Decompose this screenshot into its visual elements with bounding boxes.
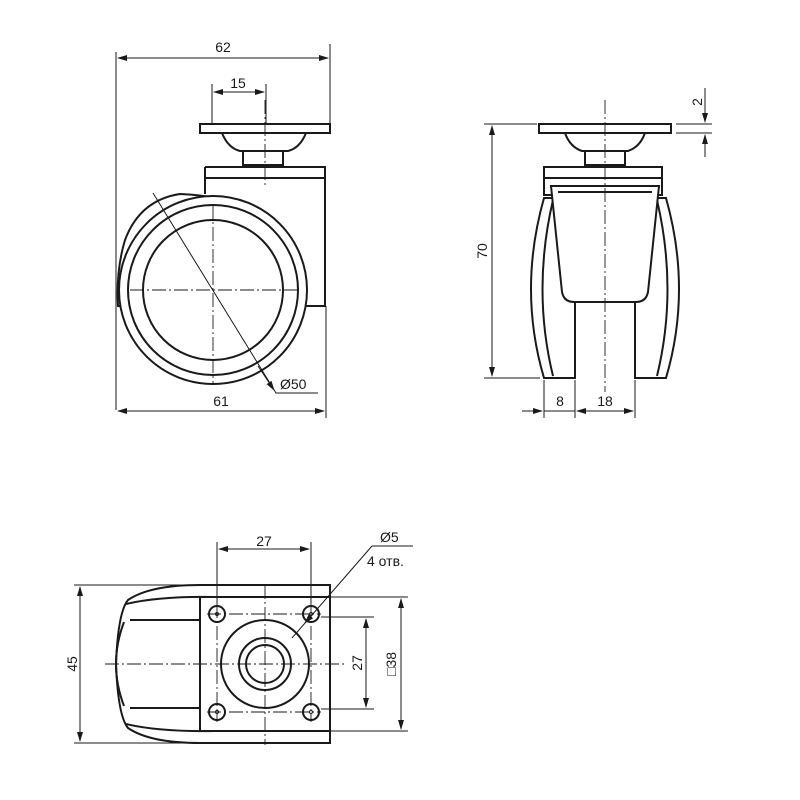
- dim-38-ext: [330, 596, 408, 732]
- dim-d5-arrow: [304, 614, 314, 624]
- front-wheel-left-tread: [541, 199, 554, 377]
- dim-d5-label: Ø5: [380, 529, 399, 545]
- dim-27h-ext: [216, 542, 312, 604]
- front-wheel-right-tread: [656, 199, 669, 377]
- dim-38-label: □38: [383, 652, 399, 676]
- dim-holes-label: 4 отв.: [367, 553, 404, 569]
- front-swivel-cone: [563, 132, 647, 152]
- dim-45-ext: [74, 584, 200, 744]
- dim-d50-label: Ø50: [280, 376, 307, 392]
- dim-62-label: 62: [215, 39, 231, 55]
- side-swivel-cone: [220, 132, 308, 152]
- side-view: 62 15 Ø50 61: [115, 39, 331, 418]
- dim-d50-arrow: [257, 365, 275, 391]
- dim-15-label: 15: [230, 75, 246, 91]
- top-view: 27 Ø5 4 отв. 45 27 □38: [64, 529, 413, 745]
- dim-18-label: 18: [597, 393, 613, 409]
- dim-70-ext: [484, 123, 540, 379]
- dim-27h-label: 27: [256, 533, 272, 549]
- dim-70-label: 70: [474, 243, 490, 259]
- dim-8-18-ext: [543, 380, 636, 418]
- dim-2-ext: [676, 123, 712, 134]
- dim-2-label: 2: [689, 98, 705, 106]
- dim-8-label: 8: [556, 393, 564, 409]
- dim-27v-label: 27: [349, 655, 365, 671]
- dim-45-label: 45: [64, 656, 80, 672]
- dim-d50-leader: [152, 192, 318, 394]
- front-view: 2 70 8 18: [474, 88, 712, 418]
- side-swivel-neck: [242, 150, 284, 166]
- dim-61-label: 61: [213, 393, 229, 409]
- front-fork-legs: [574, 302, 636, 378]
- dim-27v-ext: [321, 616, 374, 710]
